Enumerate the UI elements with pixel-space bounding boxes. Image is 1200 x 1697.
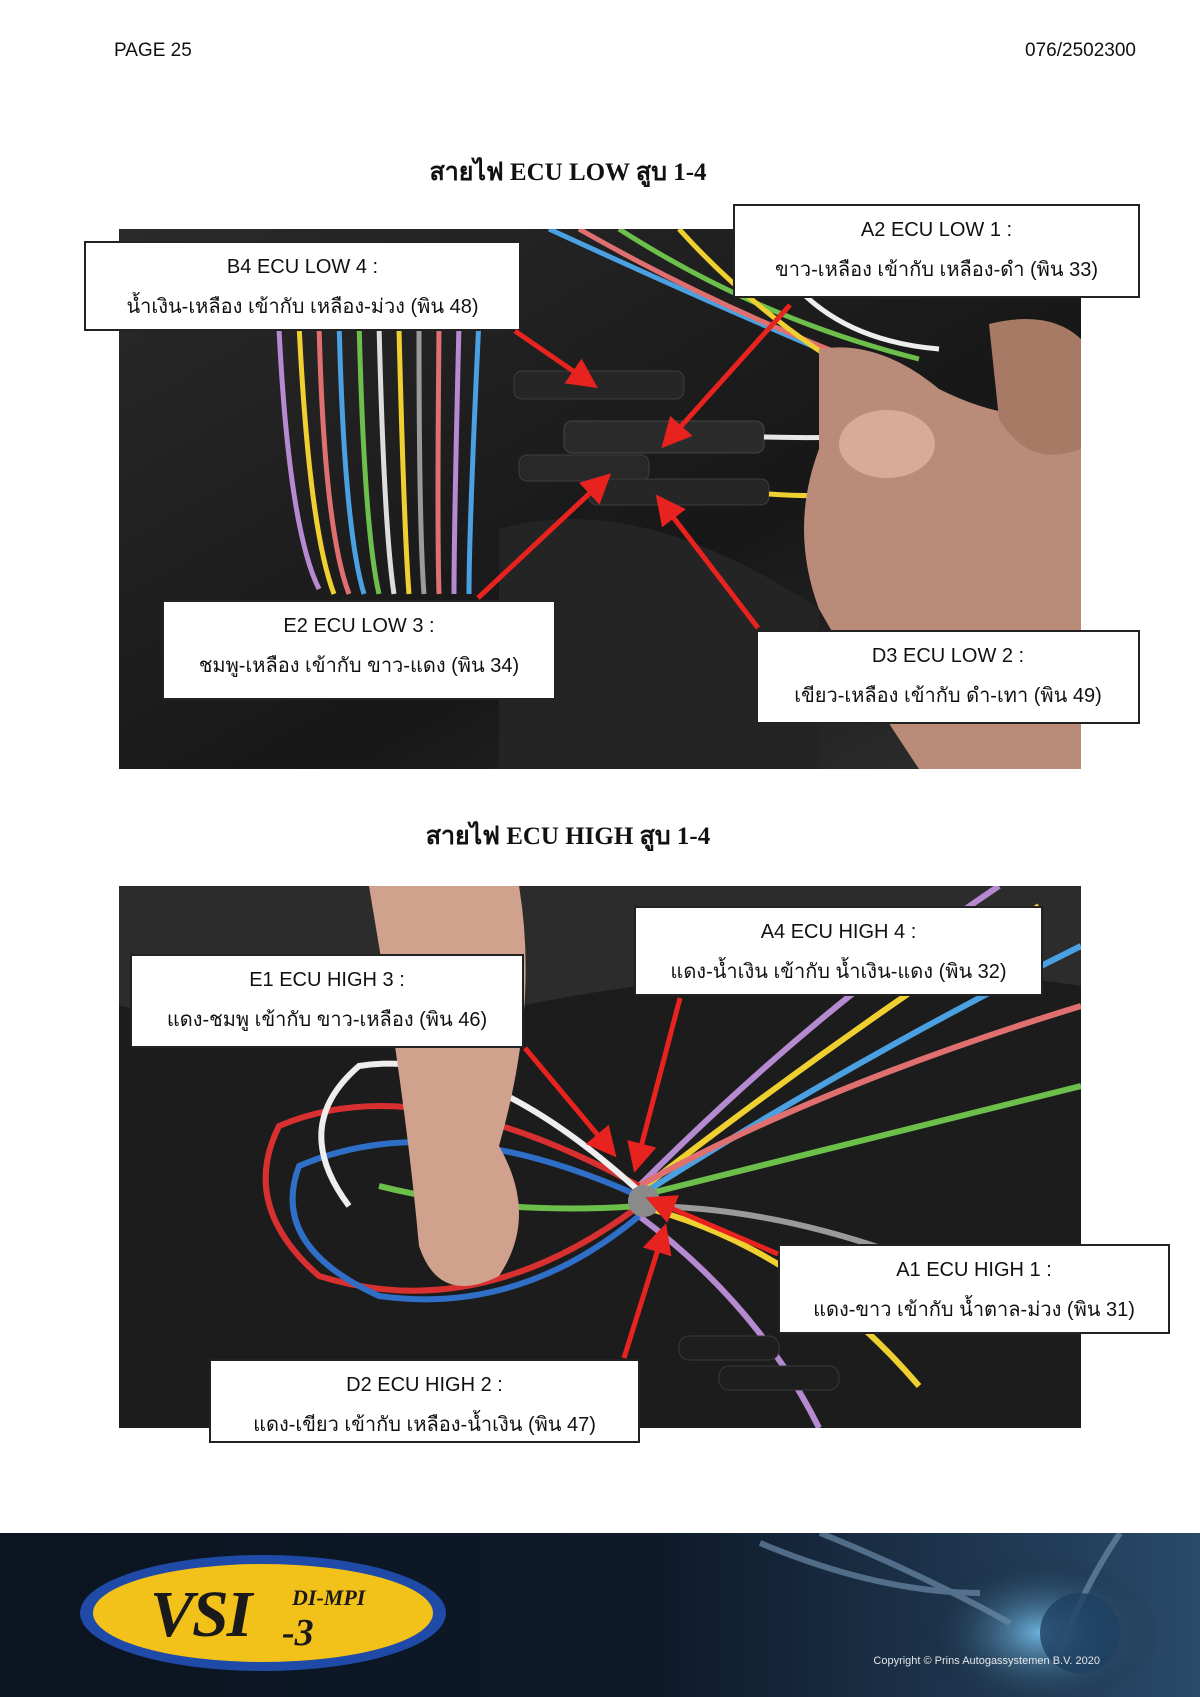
section-title-ecu-low: สายไฟ ECU LOW สูบ 1-4 (429, 159, 707, 186)
callout-a1-ecu-high-1: A1 ECU HIGH 1 : แดง-ขาว เข้ากับ น้ำตาล-ม… (778, 1244, 1170, 1334)
callout-d3-title: D3 ECU LOW 2 : (871, 645, 1025, 667)
callout-b4-ecu-low-4: B4 ECU LOW 4 : น้ำเงิน-เหลือง เข้ากับ เห… (84, 241, 521, 331)
page-number: PAGE 25 (114, 40, 192, 61)
vsi-logo-text: VSI (150, 1578, 252, 1651)
callout-e1-ecu-high-3: E1 ECU HIGH 3 : แดง-ชมพู เข้ากับ ขาว-เหล… (130, 954, 524, 1048)
callout-e2-ecu-low-3: E2 ECU LOW 3 : ชมพู-เหลือง เข้ากับ ขาว-แ… (162, 600, 556, 700)
document-number: 076/2502300 (1025, 40, 1136, 61)
callout-d3-ecu-low-2: D3 ECU LOW 2 : เขียว-เหลือง เข้ากับ ดำ-เ… (756, 630, 1140, 724)
callout-e2-title: E2 ECU LOW 3 : (283, 615, 435, 637)
footer-graphic (0, 1533, 1200, 1697)
callout-a4-ecu-high-4: A4 ECU HIGH 4 : แดง-น้ำเงิน เข้ากับ น้ำเ… (634, 906, 1043, 996)
callout-a2-title: A2 ECU LOW 1 : (860, 219, 1013, 241)
callout-d2-ecu-high-2: D2 ECU HIGH 2 : แดง-เขียว เข้ากับ เหลือง… (209, 1359, 640, 1443)
callout-e2-desc: ชมพู-เหลือง เข้ากับ ขาว-แดง (พิน 34) (198, 655, 520, 677)
callout-a2-desc: ขาว-เหลือง เข้ากับ เหลือง-ดำ (พิน 33) (775, 259, 1098, 281)
callout-d2-desc: แดง-เขียว เข้ากับ เหลือง-น้ำเงิน (พิน 47… (253, 1414, 596, 1436)
vsi-logo-superscript: DI-MPI (292, 1585, 366, 1610)
callout-d3-desc: เขียว-เหลือง เข้ากับ ดำ-เทา (พิน 49) (794, 685, 1102, 707)
copyright-text: Copyright © Prins Autogassystemen B.V. 2… (873, 1655, 1100, 1667)
callout-a2-ecu-low-1: A2 ECU LOW 1 : ขาว-เหลือง เข้ากับ เหลือง… (733, 204, 1140, 298)
vsi-logo-oval (93, 1564, 433, 1662)
callout-a1-desc: แดง-ขาว เข้ากับ น้ำตาล-ม่วง (พิน 31) (813, 1299, 1135, 1321)
callout-d2-title: D2 ECU HIGH 2 : (346, 1374, 503, 1396)
callout-b4-title: B4 ECU LOW 4 : (226, 256, 379, 278)
callout-b4-desc: น้ำเงิน-เหลือง เข้ากับ เหลือง-ม่วง (พิน … (126, 296, 479, 318)
footer-banner: VSI DI-MPI -3 Copyright © Prins Autogass… (0, 1533, 1200, 1697)
callout-e1-title: E1 ECU HIGH 3 : (249, 969, 405, 991)
section-title-ecu-high: สายไฟ ECU HIGH สูบ 1-4 (425, 823, 711, 850)
callout-e1-desc: แดง-ชมพู เข้ากับ ขาว-เหลือง (พิน 46) (166, 1009, 488, 1031)
callout-a4-desc: แดง-น้ำเงิน เข้ากับ น้ำเงิน-แดง (พิน 32) (670, 961, 1007, 983)
vsi-logo-number: -3 (282, 1612, 314, 1654)
callout-a4-title: A4 ECU HIGH 4 : (760, 921, 917, 943)
callout-a1-title: A1 ECU HIGH 1 : (896, 1259, 1052, 1281)
